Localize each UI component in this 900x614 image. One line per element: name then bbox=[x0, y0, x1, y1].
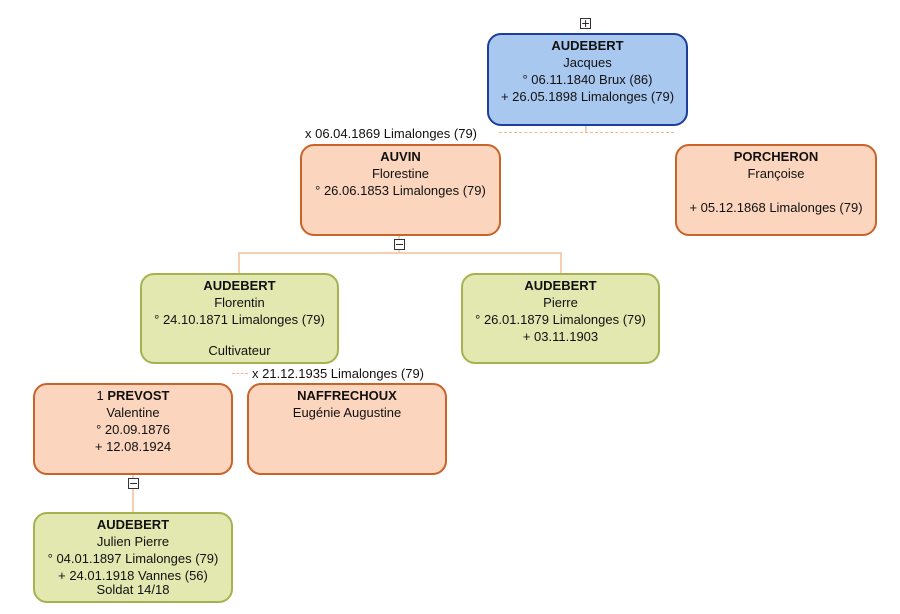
connector-child2 bbox=[560, 252, 562, 273]
surname: AUDEBERT bbox=[524, 278, 597, 293]
death-info: + 05.12.1868 Limalonges (79) bbox=[689, 200, 863, 215]
birth-info: ° 26.06.1853 Limalonges (79) bbox=[315, 183, 486, 198]
person-card-spouse2[interactable]: NAFFRECHOUX Eugénie Augustine bbox=[247, 383, 447, 475]
given-name: Florestine bbox=[371, 166, 430, 181]
person-card-child2[interactable]: AUDEBERT Pierre ° 26.01.1879 Limalonges … bbox=[461, 273, 660, 364]
death-info: + 12.08.1924 bbox=[94, 439, 172, 454]
death-info: + 03.11.1903 bbox=[522, 329, 599, 344]
surname: AUDEBERT bbox=[203, 278, 276, 293]
spouse-number: 1 bbox=[96, 388, 104, 403]
given-name: Florentin bbox=[214, 295, 265, 310]
given-name: Jacques bbox=[563, 55, 612, 70]
collapse-toggle-spouse1[interactable]: − bbox=[128, 477, 139, 490]
collapse-toggle-wife1[interactable]: − bbox=[394, 238, 405, 251]
given-name: Eugénie Augustine bbox=[292, 405, 402, 420]
marriage-label-1: x 06.04.1869 Limalonges (79) bbox=[305, 126, 478, 141]
surname: PREVOST bbox=[107, 388, 170, 403]
given-name: Pierre bbox=[543, 295, 578, 310]
birth-info: ° 06.11.1840 Brux (86) bbox=[522, 72, 653, 87]
surname: NAFFRECHOUX bbox=[297, 388, 397, 403]
person-card-spouse1[interactable]: 1 PREVOST Valentine ° 20.09.1876 + 12.08… bbox=[33, 383, 233, 475]
death-info: + 24.01.1918 Vannes (56) bbox=[58, 568, 208, 583]
connector-children-horizontal bbox=[238, 252, 562, 254]
given-name: Valentine bbox=[106, 405, 160, 420]
occupation: Soldat 14/18 bbox=[96, 582, 170, 597]
expand-toggle-root[interactable]: + bbox=[580, 17, 591, 30]
occupation: Cultivateur bbox=[208, 343, 271, 358]
death-info: + 26.05.1898 Limalonges (79) bbox=[500, 89, 675, 104]
person-card-child1[interactable]: AUDEBERT Florentin ° 24.10.1871 Limalong… bbox=[140, 273, 339, 364]
birth-info: ° 26.01.1879 Limalonges (79) bbox=[475, 312, 646, 327]
connector-child1 bbox=[238, 252, 240, 273]
person-card-wife2[interactable]: PORCHERON Françoise + 05.12.1868 Limalon… bbox=[675, 144, 877, 236]
marriage-label-2: x 21.12.1935 Limalonges (79) bbox=[252, 366, 425, 381]
surname: AUDEBERT bbox=[96, 517, 170, 532]
marriage-line-2 bbox=[232, 373, 248, 374]
person-card-grandchild[interactable]: AUDEBERT Julien Pierre ° 04.01.1897 Lima… bbox=[33, 512, 233, 603]
given-name: Françoise bbox=[747, 166, 805, 181]
person-card-wife1[interactable]: AUVIN Florestine ° 26.06.1853 Limalonges… bbox=[300, 144, 501, 236]
birth-info: ° 04.01.1897 Limalonges (79) bbox=[47, 551, 219, 566]
surname: PORCHERON bbox=[733, 149, 819, 164]
surname: AUDEBERT bbox=[551, 38, 624, 53]
connector-spouse1-down bbox=[132, 475, 134, 513]
given-name: Julien Pierre bbox=[96, 534, 170, 549]
marriage-line-1 bbox=[499, 132, 674, 133]
connector-root-down bbox=[585, 125, 587, 133]
surname: AUVIN bbox=[380, 149, 421, 164]
surname-line: 1 PREVOST bbox=[35, 387, 231, 404]
birth-info: ° 24.10.1871 Limalonges (79) bbox=[154, 312, 325, 327]
person-card-root[interactable]: AUDEBERT Jacques ° 06.11.1840 Brux (86) … bbox=[487, 33, 688, 126]
birth-info: ° 20.09.1876 bbox=[96, 422, 170, 437]
